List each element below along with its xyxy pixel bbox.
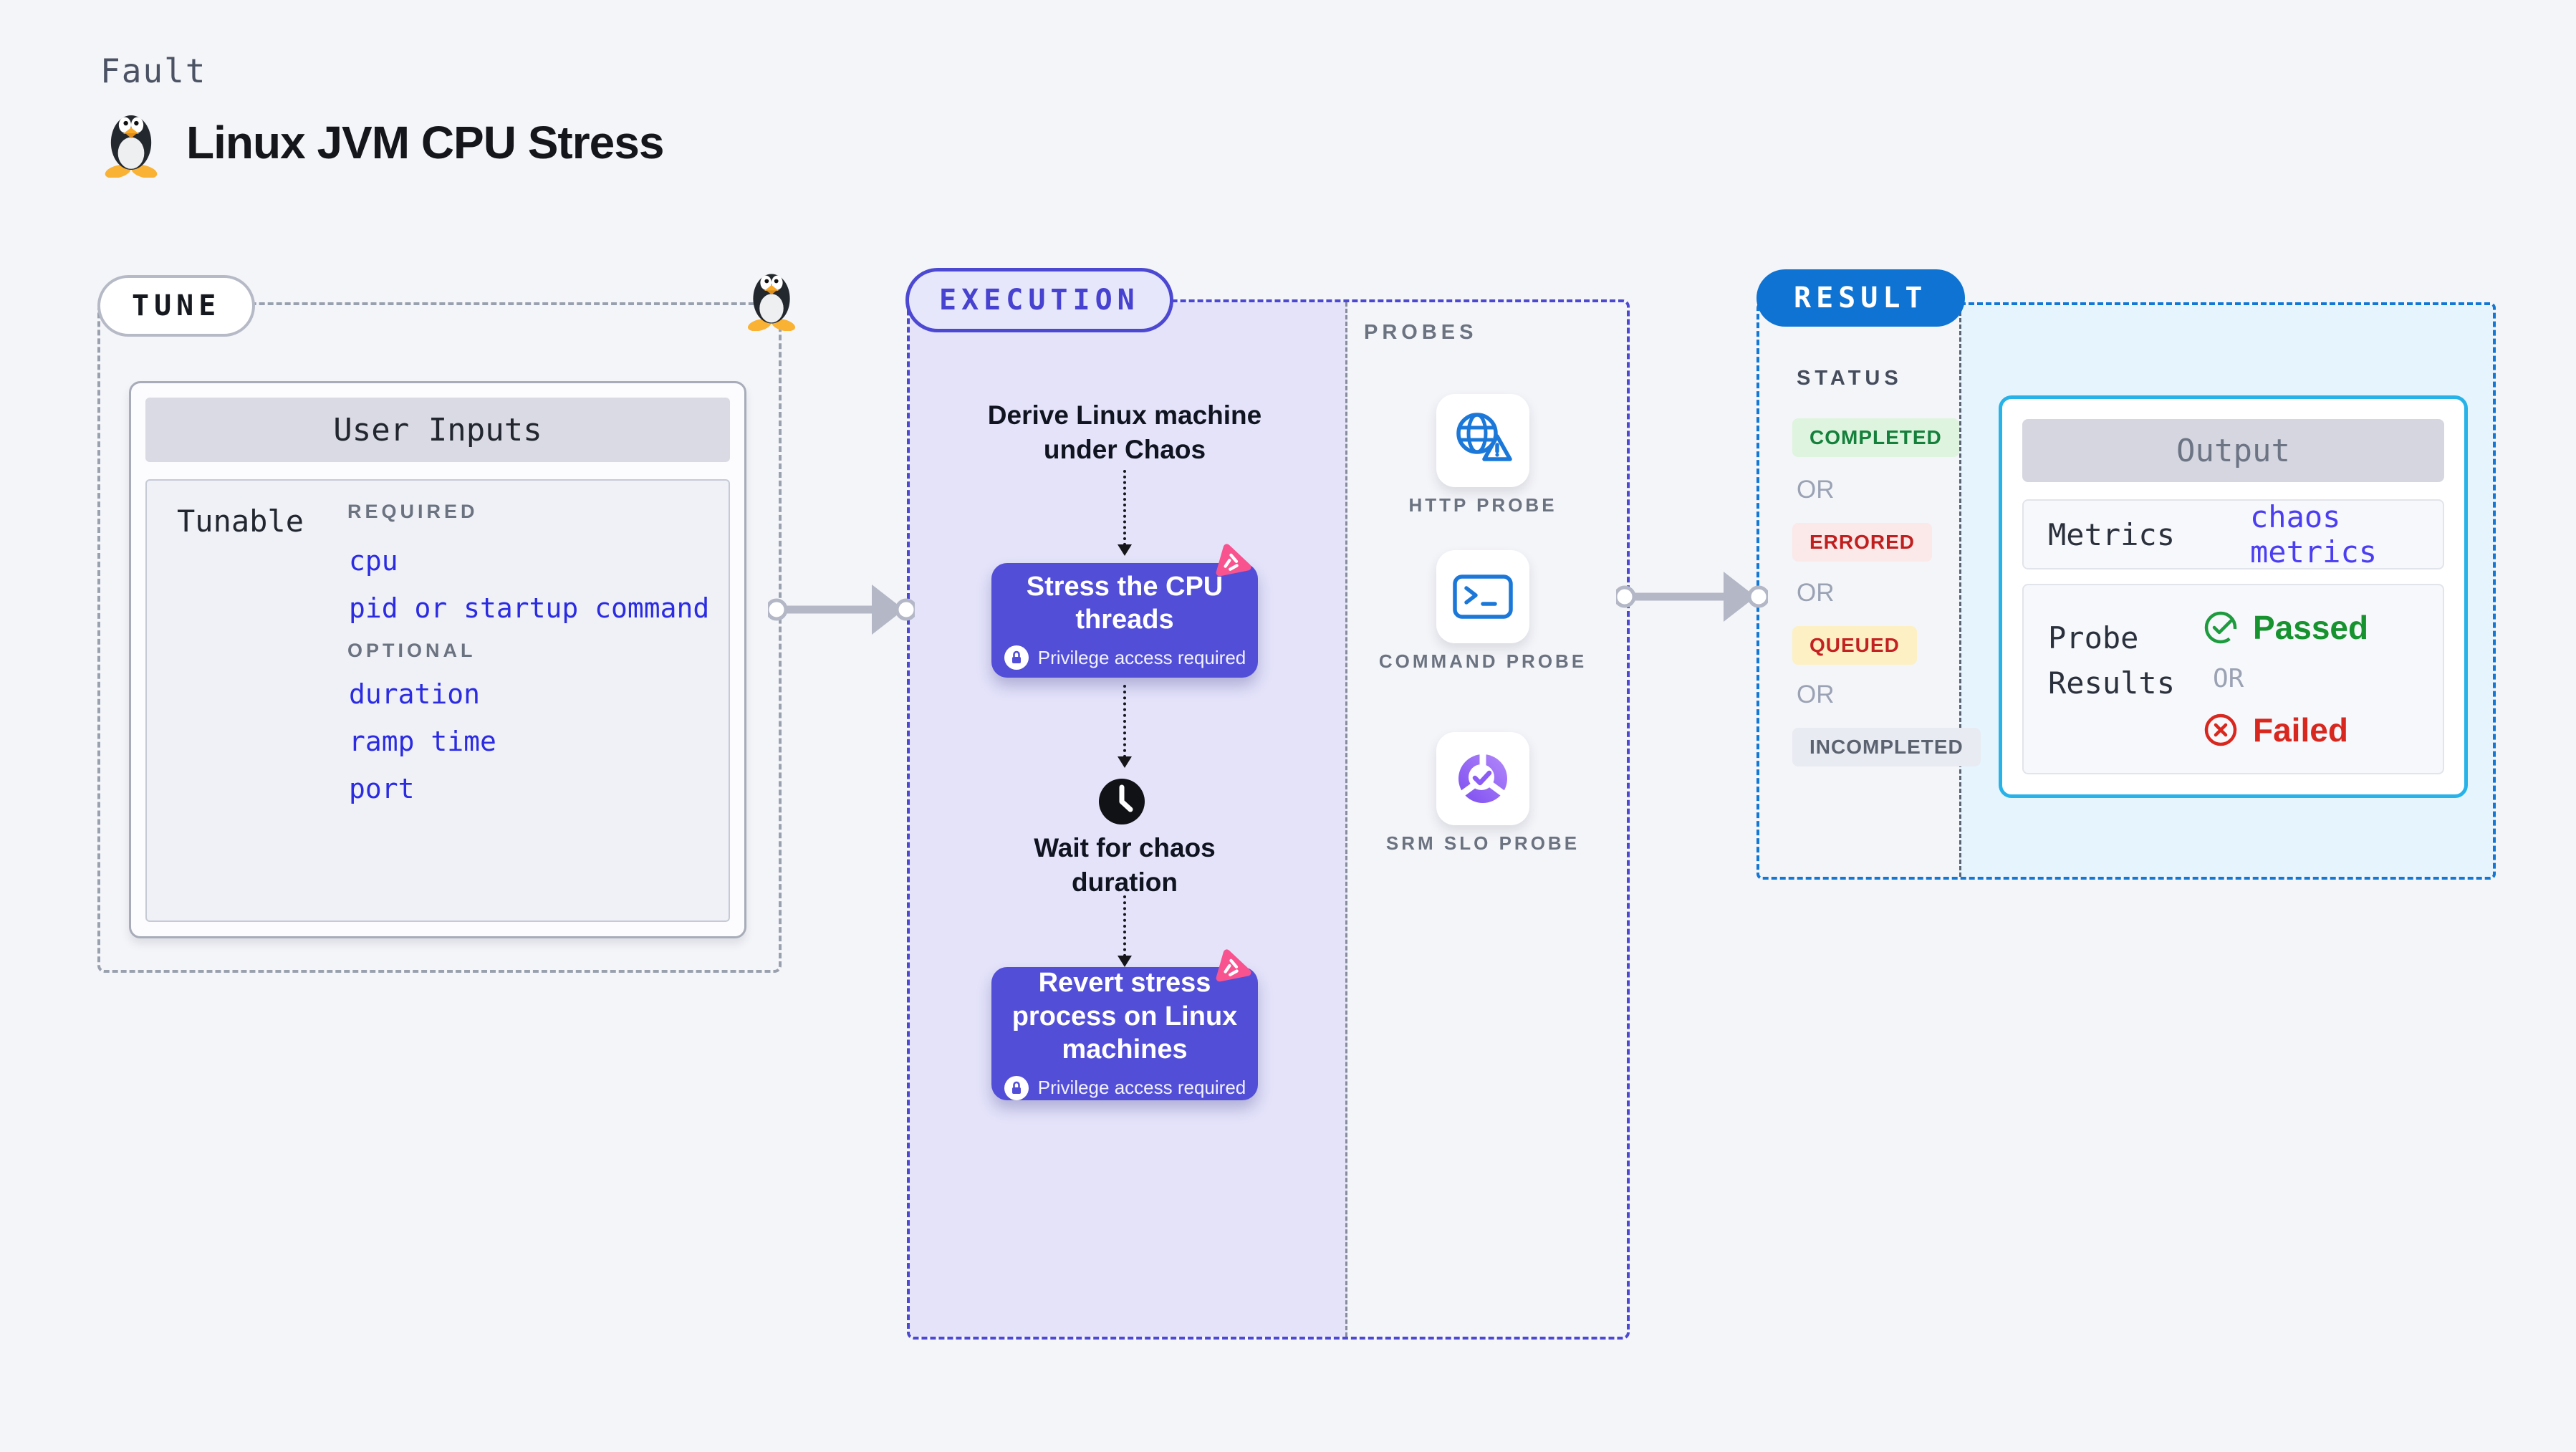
probes-label: PROBES <box>1364 321 1478 344</box>
or-separator: OR <box>2213 664 2244 693</box>
optional-label: OPTIONAL <box>347 640 476 661</box>
execution-to-result-arrow-icon <box>1616 572 1768 622</box>
page-title: Linux JVM CPU Stress <box>186 117 664 168</box>
tunable-pid-or-startup-command[interactable]: pid or startup command <box>349 592 710 624</box>
privilege-note: Privilege access required <box>1004 645 1246 670</box>
result-pill: RESULT <box>1756 269 1965 327</box>
flow-connector-arrow-icon <box>1118 956 1132 967</box>
lock-icon <box>1004 645 1029 670</box>
tunable-duration[interactable]: duration <box>349 678 481 710</box>
privilege-note: Privilege access required <box>1004 1075 1246 1101</box>
page-title-row: Linux JVM CPU Stress <box>100 107 664 178</box>
http-probe-label: HTTP PROBE <box>1408 494 1557 516</box>
x-circle-icon <box>2204 713 2237 746</box>
linux-penguin-icon <box>747 274 796 331</box>
passed-label: Passed <box>2253 609 2369 646</box>
status-badge-incompleted: INCOMPLETED <box>1792 728 1981 766</box>
revert-stress-node-label: Revert stress process on Linux machines <box>1011 968 1238 1065</box>
srm-slo-probe-card[interactable] <box>1436 732 1529 825</box>
http-probe-card[interactable] <box>1436 394 1529 487</box>
metrics-label: Metrics <box>2048 516 2176 552</box>
globe-warning-icon <box>1456 413 1512 461</box>
flow-connector <box>1123 895 1126 957</box>
flow-connector-arrow-icon <box>1118 756 1132 768</box>
stress-cpu-node-label: Stress the CPU threads <box>1026 571 1224 635</box>
tunables-panel: Tunable REQUIRED cpu pid or startup comm… <box>145 479 730 922</box>
tunable-ramp-time[interactable]: ramp time <box>349 726 496 757</box>
command-probe-card[interactable] <box>1436 550 1529 643</box>
user-inputs-header: User Inputs <box>145 398 730 462</box>
status-label: STATUS <box>1797 367 1903 390</box>
metrics-row: Metrics chaos metrics <box>2022 499 2444 569</box>
status-badge-errored: ERRORED <box>1792 523 1933 562</box>
slo-donut-icon <box>1458 753 1507 803</box>
wait-step-label: Wait for chaos duration <box>1034 833 1216 898</box>
srm-slo-probe-label: SRM SLO PROBE <box>1385 832 1580 854</box>
command-probe-label: COMMAND PROBE <box>1378 650 1587 672</box>
terminal-icon <box>1453 574 1513 619</box>
stress-cpu-node[interactable]: Stress the CPU threads Privilege access … <box>991 563 1258 678</box>
check-circle-icon <box>2204 611 2237 644</box>
flow-connector-arrow-icon <box>1118 544 1132 556</box>
passed-line: Passed <box>2203 608 2368 647</box>
chaos-experiment-icon <box>1216 544 1251 577</box>
linux-penguin-icon <box>105 115 158 178</box>
tune-pill: TUNE <box>97 275 256 337</box>
tunable-cpu[interactable]: cpu <box>349 545 398 577</box>
privilege-note-text: Privilege access required <box>1037 1077 1246 1099</box>
status-badge-queued: QUEUED <box>1792 626 1917 665</box>
derive-step-label: Derive Linux machine under Chaos <box>987 400 1262 465</box>
probe-results-row: Probe Results Passed OR Failed <box>2022 584 2444 774</box>
privilege-note-text: Privilege access required <box>1037 646 1246 668</box>
fault-kicker: Fault <box>100 52 207 90</box>
or-separator: OR <box>1797 476 1835 504</box>
required-label: REQUIRED <box>347 501 479 522</box>
chaos-experiment-icon <box>1216 949 1251 982</box>
user-inputs-card: User Inputs Tunable REQUIRED cpu pid or … <box>129 381 746 938</box>
flow-connector <box>1123 470 1126 546</box>
lock-icon <box>1004 1075 1029 1100</box>
probe-results-label: Probe Results <box>2048 620 2176 701</box>
wait-step-icon-wrap <box>1097 777 1147 830</box>
tunable-port[interactable]: port <box>349 773 415 804</box>
or-separator: OR <box>1797 579 1835 607</box>
status-badge-completed: COMPLETED <box>1792 418 1959 457</box>
output-header: Output <box>2022 419 2444 482</box>
failed-label: Failed <box>2253 711 2348 749</box>
failed-line: Failed <box>2203 711 2368 749</box>
tune-section-box <box>97 302 782 973</box>
or-separator: OR <box>1797 681 1835 708</box>
revert-stress-node[interactable]: Revert stress process on Linux machines … <box>991 967 1258 1100</box>
clock-icon <box>1099 779 1145 824</box>
tunable-row-label: Tunable <box>177 504 304 539</box>
metrics-value[interactable]: chaos metrics <box>2250 499 2378 569</box>
flow-connector <box>1123 685 1126 758</box>
execution-pill: EXECUTION <box>905 268 1173 332</box>
tune-to-execution-arrow-icon <box>768 585 915 635</box>
output-card: Output Metrics chaos metrics Probe Resul… <box>1999 395 2468 798</box>
